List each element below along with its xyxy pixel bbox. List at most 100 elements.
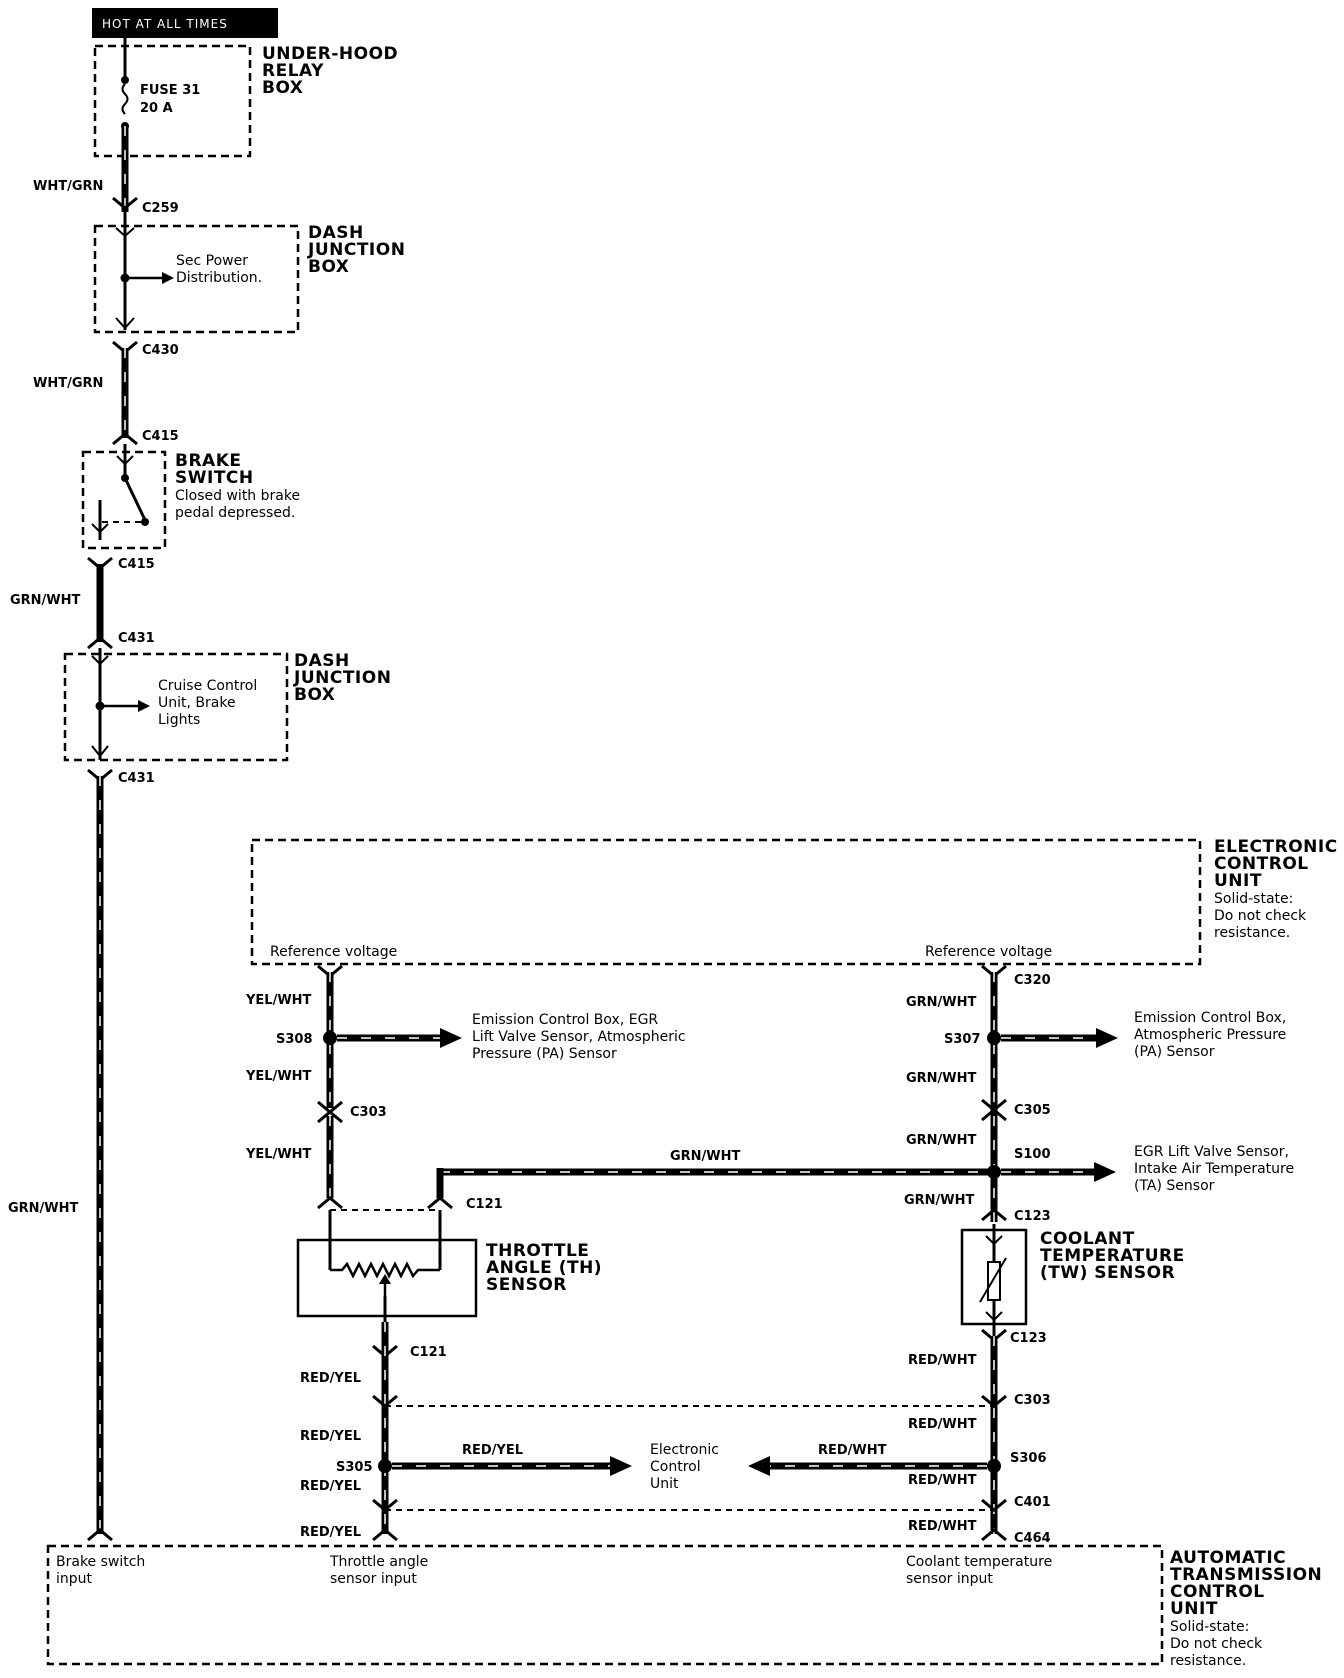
wire-label-yel-wht-3: YEL/WHT (245, 1147, 312, 1162)
dash-box-1-title-1: DASH (308, 223, 364, 243)
atcu-pin3-line2: sensor input (906, 1571, 993, 1587)
wire-label-red-wht-1: RED/WHT (908, 1353, 977, 1368)
splice-s306 (987, 1459, 1001, 1473)
fuse-icon (121, 83, 129, 115)
brake-switch-note-1: Closed with brake (175, 488, 300, 504)
atcu-pin3-line1: Coolant temperature (906, 1554, 1052, 1570)
ecu-mid-1: Electronic (650, 1442, 719, 1458)
ecu-title-2: CONTROL (1214, 854, 1309, 874)
atcu-note-1: Solid-state: (1170, 1619, 1249, 1635)
wire-label-grn-wht-5: GRN/WHT (906, 1071, 977, 1086)
splice-s100 (987, 1165, 1001, 1179)
brake-switch-icon (123, 477, 147, 521)
wire-label-grn-wht-3: GRN/WHT (670, 1149, 741, 1164)
wire-label-red-wht-2: RED/WHT (908, 1417, 977, 1432)
under-hood-title-2: RELAY (262, 61, 324, 81)
dash-box-1-branch-2: Distribution. (176, 270, 262, 286)
connector-c431-bottom: C431 (118, 771, 155, 786)
wire-label-grn-wht-2: GRN/WHT (8, 1201, 79, 1216)
atcu-note-3: resistance. (1170, 1653, 1246, 1669)
throttle-angle-sensor-box (296, 1238, 478, 1318)
s308-branch-2: Lift Valve Sensor, Atmospheric (472, 1029, 686, 1045)
dash-junction-box-2 (63, 652, 289, 762)
splice-s305 (378, 1459, 392, 1473)
dash-box-2-branch-2: Unit, Brake (158, 695, 236, 711)
ecu-note-2: Do not check (1214, 908, 1307, 924)
s100-branch-2: Intake Air Temperature (1134, 1161, 1294, 1177)
throttle-title-1: THROTTLE (486, 1241, 589, 1261)
under-hood-relay-box (93, 44, 252, 158)
splice-label-s100: S100 (1014, 1147, 1051, 1162)
throttle-title-2: ANGLE (TH) (486, 1258, 602, 1278)
wire-label-yel-wht-2: YEL/WHT (245, 1069, 312, 1084)
ecu-mid-3: Unit (650, 1476, 679, 1492)
s307-branch-2: Atmospheric Pressure (1134, 1027, 1286, 1043)
atcu-box (46, 1544, 1164, 1666)
connector-c121-bottom: C121 (410, 1345, 447, 1360)
s100-branch-1: EGR Lift Valve Sensor, (1134, 1144, 1289, 1160)
potentiometer-icon (330, 1261, 440, 1279)
coolant-title-1: COOLANT (1040, 1229, 1135, 1249)
wire-label-wht-grn-2: WHT/GRN (33, 376, 103, 391)
wire-label-red-wht-3: RED/WHT (818, 1443, 887, 1458)
wire-label-red-yel-2: RED/YEL (300, 1429, 361, 1444)
connector-c305: C305 (1014, 1103, 1051, 1118)
splice-s307 (987, 1031, 1001, 1045)
wire-label-red-wht-5: RED/WHT (908, 1519, 977, 1534)
s308-branch-3: Pressure (PA) Sensor (472, 1046, 617, 1062)
connector-c431-top: C431 (118, 631, 155, 646)
connector-c320: C320 (1014, 973, 1051, 988)
coolant-title-2: TEMPERATURE (1040, 1246, 1185, 1266)
ecu-title-3: UNIT (1214, 871, 1262, 891)
connector-c415-bottom: C415 (118, 557, 155, 572)
atcu-pin1-line2: input (56, 1571, 93, 1587)
ecu-note-1: Solid-state: (1214, 891, 1293, 907)
wire-label-wht-grn-1: WHT/GRN (33, 179, 103, 194)
wire-label-grn-wht-6: GRN/WHT (906, 1133, 977, 1148)
brake-switch-note-2: pedal depressed. (175, 505, 295, 521)
splice-label-s307: S307 (944, 1032, 981, 1047)
atcu-title-2: TRANSMISSION (1170, 1565, 1322, 1585)
dash-box-1-branch-1: Sec Power (176, 253, 248, 269)
atcu-title-1: AUTOMATIC (1170, 1548, 1286, 1568)
splice-s308 (323, 1031, 337, 1045)
dash-box-1-title-3: BOX (308, 257, 349, 277)
wire-label-red-yel-3: RED/YEL (462, 1443, 523, 1458)
connector-c415-top: C415 (142, 429, 179, 444)
splice-label-s306: S306 (1010, 1451, 1047, 1466)
wire-label-red-yel-5: RED/YEL (300, 1525, 361, 1540)
wire-label-red-yel-4: RED/YEL (300, 1479, 361, 1494)
dash-box-2-branch-1: Cruise Control (158, 678, 257, 694)
atcu-pin2-line2: sensor input (330, 1571, 417, 1587)
s308-branch-1: Emission Control Box, EGR (472, 1012, 658, 1028)
connector-c303-right: C303 (1014, 1393, 1051, 1408)
wire-label-grn-wht-4: GRN/WHT (906, 995, 977, 1010)
electronic-control-unit-box (250, 838, 1202, 966)
connector-c123-top: C123 (1014, 1209, 1051, 1224)
connector-c430: C430 (142, 343, 179, 358)
hot-banner (92, 8, 278, 38)
connector-c259: C259 (142, 201, 179, 216)
connector-c401: C401 (1014, 1495, 1051, 1510)
ecu-mid-2: Control (650, 1459, 701, 1475)
atcu-pin2-line1: Throttle angle (329, 1554, 428, 1570)
wire-label-grn-wht-7: GRN/WHT (904, 1193, 975, 1208)
dash-box-2-branch-3: Lights (158, 712, 200, 728)
connector-c464: C464 (1014, 1531, 1051, 1546)
under-hood-title-1: UNDER-HOOD (262, 44, 398, 64)
atcu-pin1-line1: Brake switch (56, 1554, 145, 1570)
ecu-ref-voltage-left: Reference voltage (270, 944, 397, 960)
dash-box-1-title-2: JUNCTION (307, 240, 405, 260)
brake-switch-title-2: SWITCH (175, 468, 254, 488)
wire-label-yel-wht-1: YEL/WHT (245, 993, 312, 1008)
coolant-title-3: (TW) SENSOR (1040, 1263, 1175, 1283)
wire-label-grn-wht-1: GRN/WHT (10, 593, 81, 608)
atcu-title-4: UNIT (1170, 1599, 1218, 1619)
throttle-title-3: SENSOR (486, 1275, 567, 1295)
hot-label: HOT AT ALL TIMES (102, 17, 228, 31)
wire-label-red-wht-4: RED/WHT (908, 1473, 977, 1488)
wire-label-red-yel-1: RED/YEL (300, 1371, 361, 1386)
s100-branch-3: (TA) Sensor (1134, 1178, 1215, 1194)
connector-c303-left: C303 (350, 1105, 387, 1120)
atcu-note-2: Do not check (1170, 1636, 1263, 1652)
